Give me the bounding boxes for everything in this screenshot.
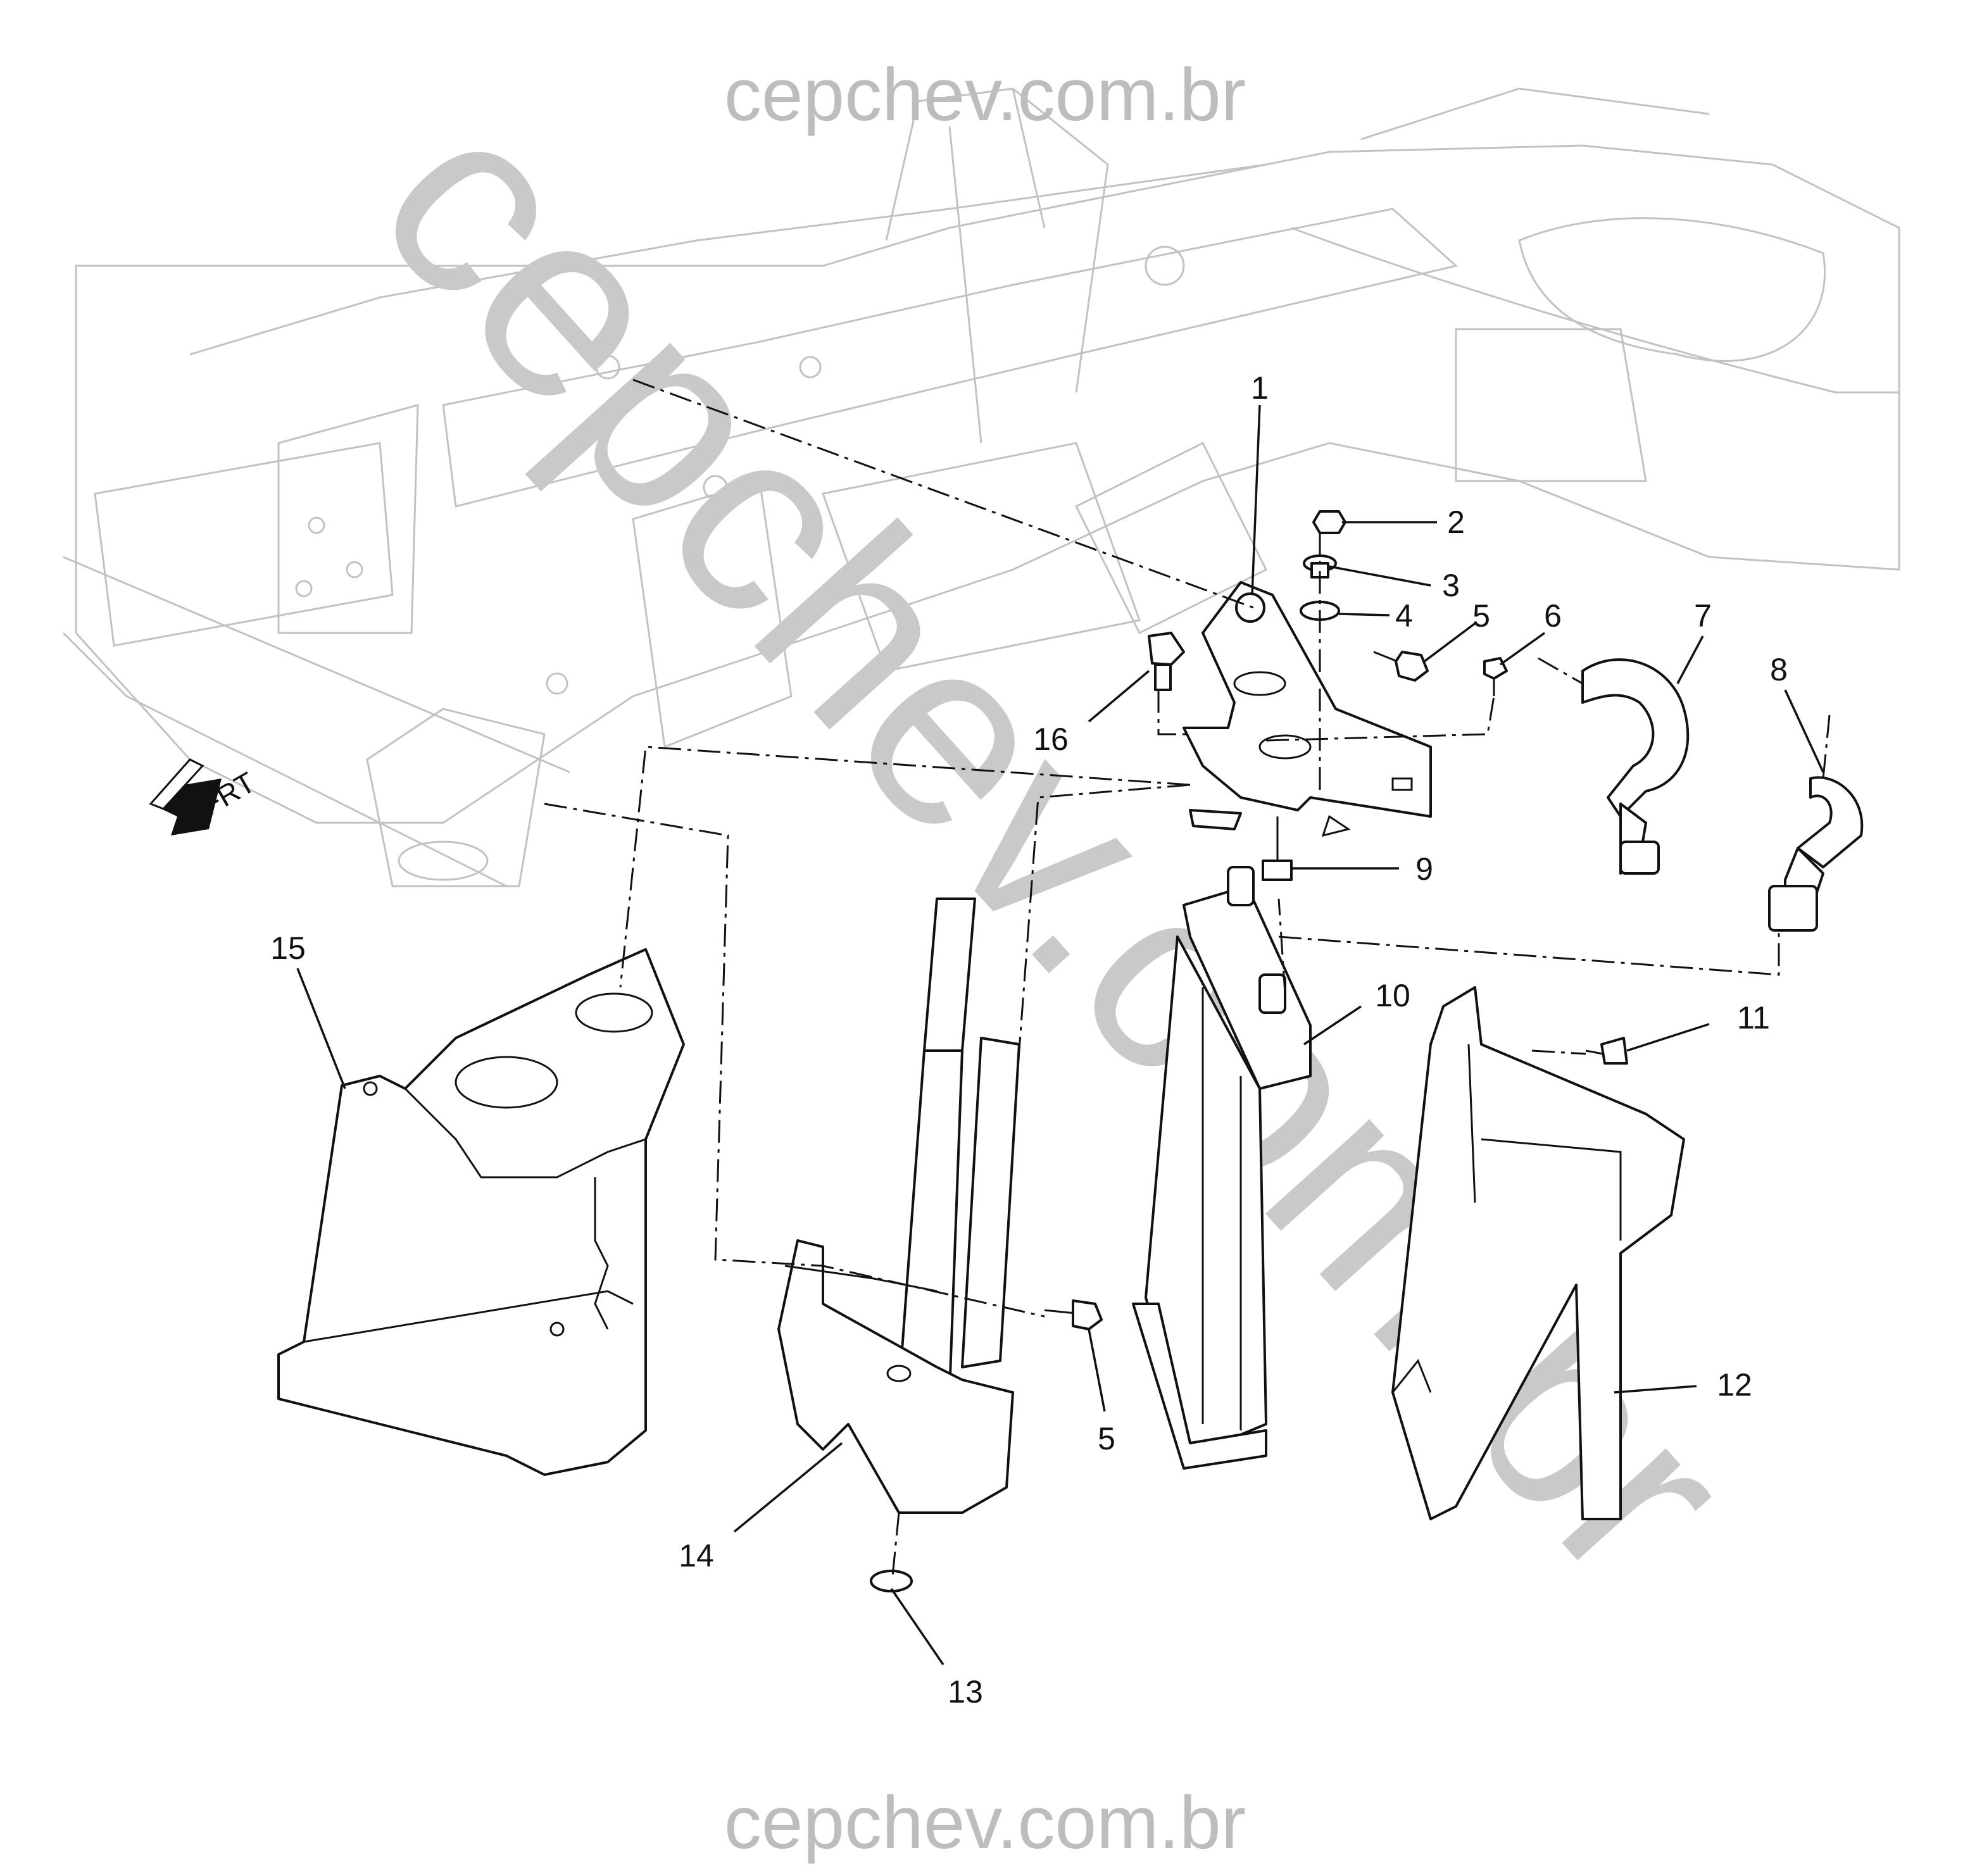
callout-3: 3 — [1442, 568, 1460, 603]
callout-7: 7 — [1694, 598, 1712, 634]
part-13-grommet — [870, 1570, 913, 1592]
callout-5-upper: 5 — [1472, 598, 1490, 634]
callout-6: 6 — [1544, 598, 1562, 634]
part-1-upper-bracket — [1183, 581, 1432, 837]
part-7-hose — [1581, 658, 1690, 875]
callout-15: 15 — [270, 930, 306, 966]
part-2-nut — [1312, 510, 1346, 534]
callout-14: 14 — [679, 1538, 714, 1573]
part-10-reservoir — [1132, 866, 1312, 1470]
callout-2: 2 — [1447, 504, 1465, 540]
alignment-lines — [544, 378, 1831, 1577]
callout-4: 4 — [1395, 598, 1413, 634]
part-14-lower-support — [777, 897, 1020, 1514]
callout-labels: 1 2 3 4 5 6 7 8 9 10 11 12 13 14 15 16 5 — [270, 370, 1788, 1710]
callout-8: 8 — [1770, 652, 1788, 687]
callout-9: 9 — [1415, 851, 1433, 887]
part-5-lower-bolt — [1044, 1299, 1103, 1330]
part-15-lower-shroud — [277, 948, 685, 1476]
callout-5-lower: 5 — [1098, 1421, 1115, 1456]
callout-1: 1 — [1251, 370, 1269, 406]
watermark-bottom: cepchev.com.br — [724, 1781, 1246, 1865]
watermark-top: cepchev.com.br — [724, 53, 1246, 137]
part-6-screw — [1483, 657, 1508, 696]
callout-16: 16 — [1033, 722, 1069, 757]
part-16-push-pin — [1148, 632, 1185, 691]
callout-10: 10 — [1375, 978, 1410, 1013]
callout-11: 11 — [1737, 1000, 1770, 1035]
callout-12: 12 — [1717, 1367, 1752, 1403]
part-11-clip — [1585, 1037, 1628, 1065]
part-12-air-deflector — [1391, 986, 1685, 1520]
part-8-hose — [1768, 776, 1864, 932]
front-direction-arrow-icon: FRT — [149, 758, 261, 835]
part-9-stud — [1262, 816, 1293, 881]
part-5-upper-bolt — [1373, 651, 1429, 682]
vehicle-frame-background — [62, 87, 1900, 887]
callout-13: 13 — [948, 1674, 983, 1710]
leader-lines — [296, 404, 1824, 1665]
